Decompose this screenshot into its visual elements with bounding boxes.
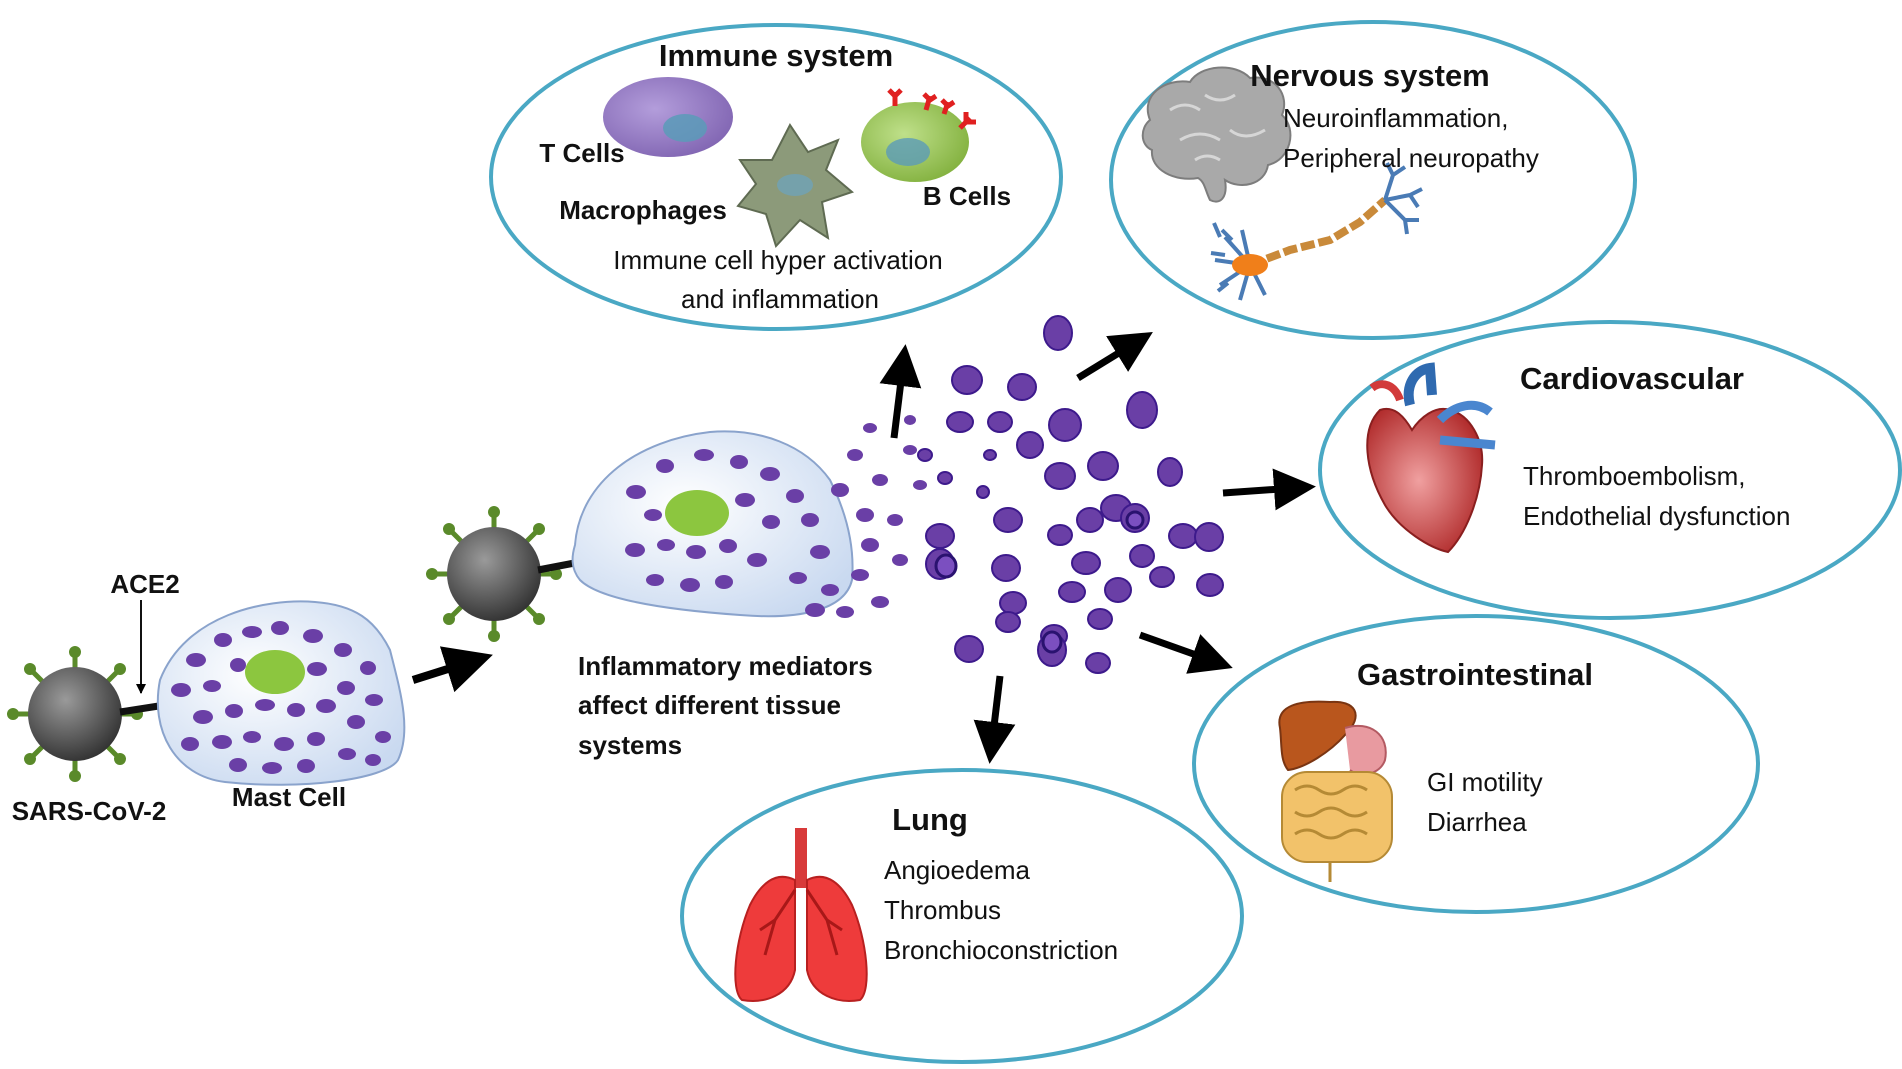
mediators-caption-line-3: systems xyxy=(578,730,682,760)
ace2-label: ACE2 xyxy=(110,569,179,599)
gastrointestinal-ellipse xyxy=(1192,614,1760,914)
gastro-description-line-2: Diarrhea xyxy=(1427,807,1527,837)
released-mediator-granules xyxy=(917,315,1224,674)
macrophages-label: Macrophages xyxy=(559,195,727,225)
lung-description-line-3: Bronchioconstriction xyxy=(884,935,1118,965)
arrow-to-cardiovascular xyxy=(1222,468,1316,511)
mast-cell-1 xyxy=(156,600,406,786)
nervous-description-line-1: Neuroinflammation, xyxy=(1283,103,1508,133)
immune-system-title: Immune system xyxy=(659,38,893,73)
b-cell-illustration xyxy=(861,88,976,182)
lung-ellipse xyxy=(680,768,1244,1064)
arrow-to-gastrointestinal xyxy=(1138,631,1233,674)
sars-cov-2-virus-1 xyxy=(7,646,143,782)
mast-cell-2-degranulating xyxy=(571,415,927,618)
sars-cov-2-label: SARS-CoV-2 xyxy=(12,796,167,826)
released-granules-highlight xyxy=(934,510,1145,654)
mast-cell-label: Mast Cell xyxy=(232,782,346,812)
cardio-description-line-1: Thromboembolism, xyxy=(1523,461,1746,491)
mediators-caption-line-1: Inflammatory mediators xyxy=(578,651,873,681)
macrophage-illustration xyxy=(736,123,855,248)
neuron-icon xyxy=(1210,162,1423,301)
nervous-description-line-2: Peripheral neuropathy xyxy=(1283,143,1539,173)
heart-icon xyxy=(1366,362,1496,554)
t-cell-illustration xyxy=(603,77,733,157)
lungs-icon xyxy=(734,828,868,1002)
t-cells-label: T Cells xyxy=(539,138,624,168)
lung-description-line-2: Thrombus xyxy=(884,895,1001,925)
cardiovascular-ellipse xyxy=(1318,320,1902,620)
brain-icon xyxy=(1141,66,1292,203)
nervous-system-ellipse xyxy=(1109,20,1637,340)
sars-cov-2-virus-2 xyxy=(426,506,562,642)
cardio-description-line-2: Endothelial dysfunction xyxy=(1523,501,1790,531)
cardiovascular-title: Cardiovascular xyxy=(1520,361,1744,396)
arrow-to-lung xyxy=(973,675,1016,764)
gastrointestinal-title: Gastrointestinal xyxy=(1357,657,1593,692)
arrow-to-immune-system xyxy=(879,344,922,439)
immune-system-ellipse xyxy=(489,23,1063,331)
digestive-system-icon xyxy=(1278,700,1393,882)
mediators-caption-line-2: affect different tissue xyxy=(578,690,841,720)
gastro-description-line-1: GI motility xyxy=(1427,767,1543,797)
arrow-to-nervous-system xyxy=(1076,332,1153,381)
immune-description-line-2: and inflammation xyxy=(681,284,879,314)
b-cells-label: B Cells xyxy=(923,181,1011,211)
arrow-to-activated-mast-cell xyxy=(411,646,493,693)
nervous-system-title: Nervous system xyxy=(1250,58,1490,93)
immune-description-line-1: Immune cell hyper activation xyxy=(613,245,942,275)
lung-description-line-1: Angioedema xyxy=(884,855,1031,885)
lung-title: Lung xyxy=(892,802,968,837)
